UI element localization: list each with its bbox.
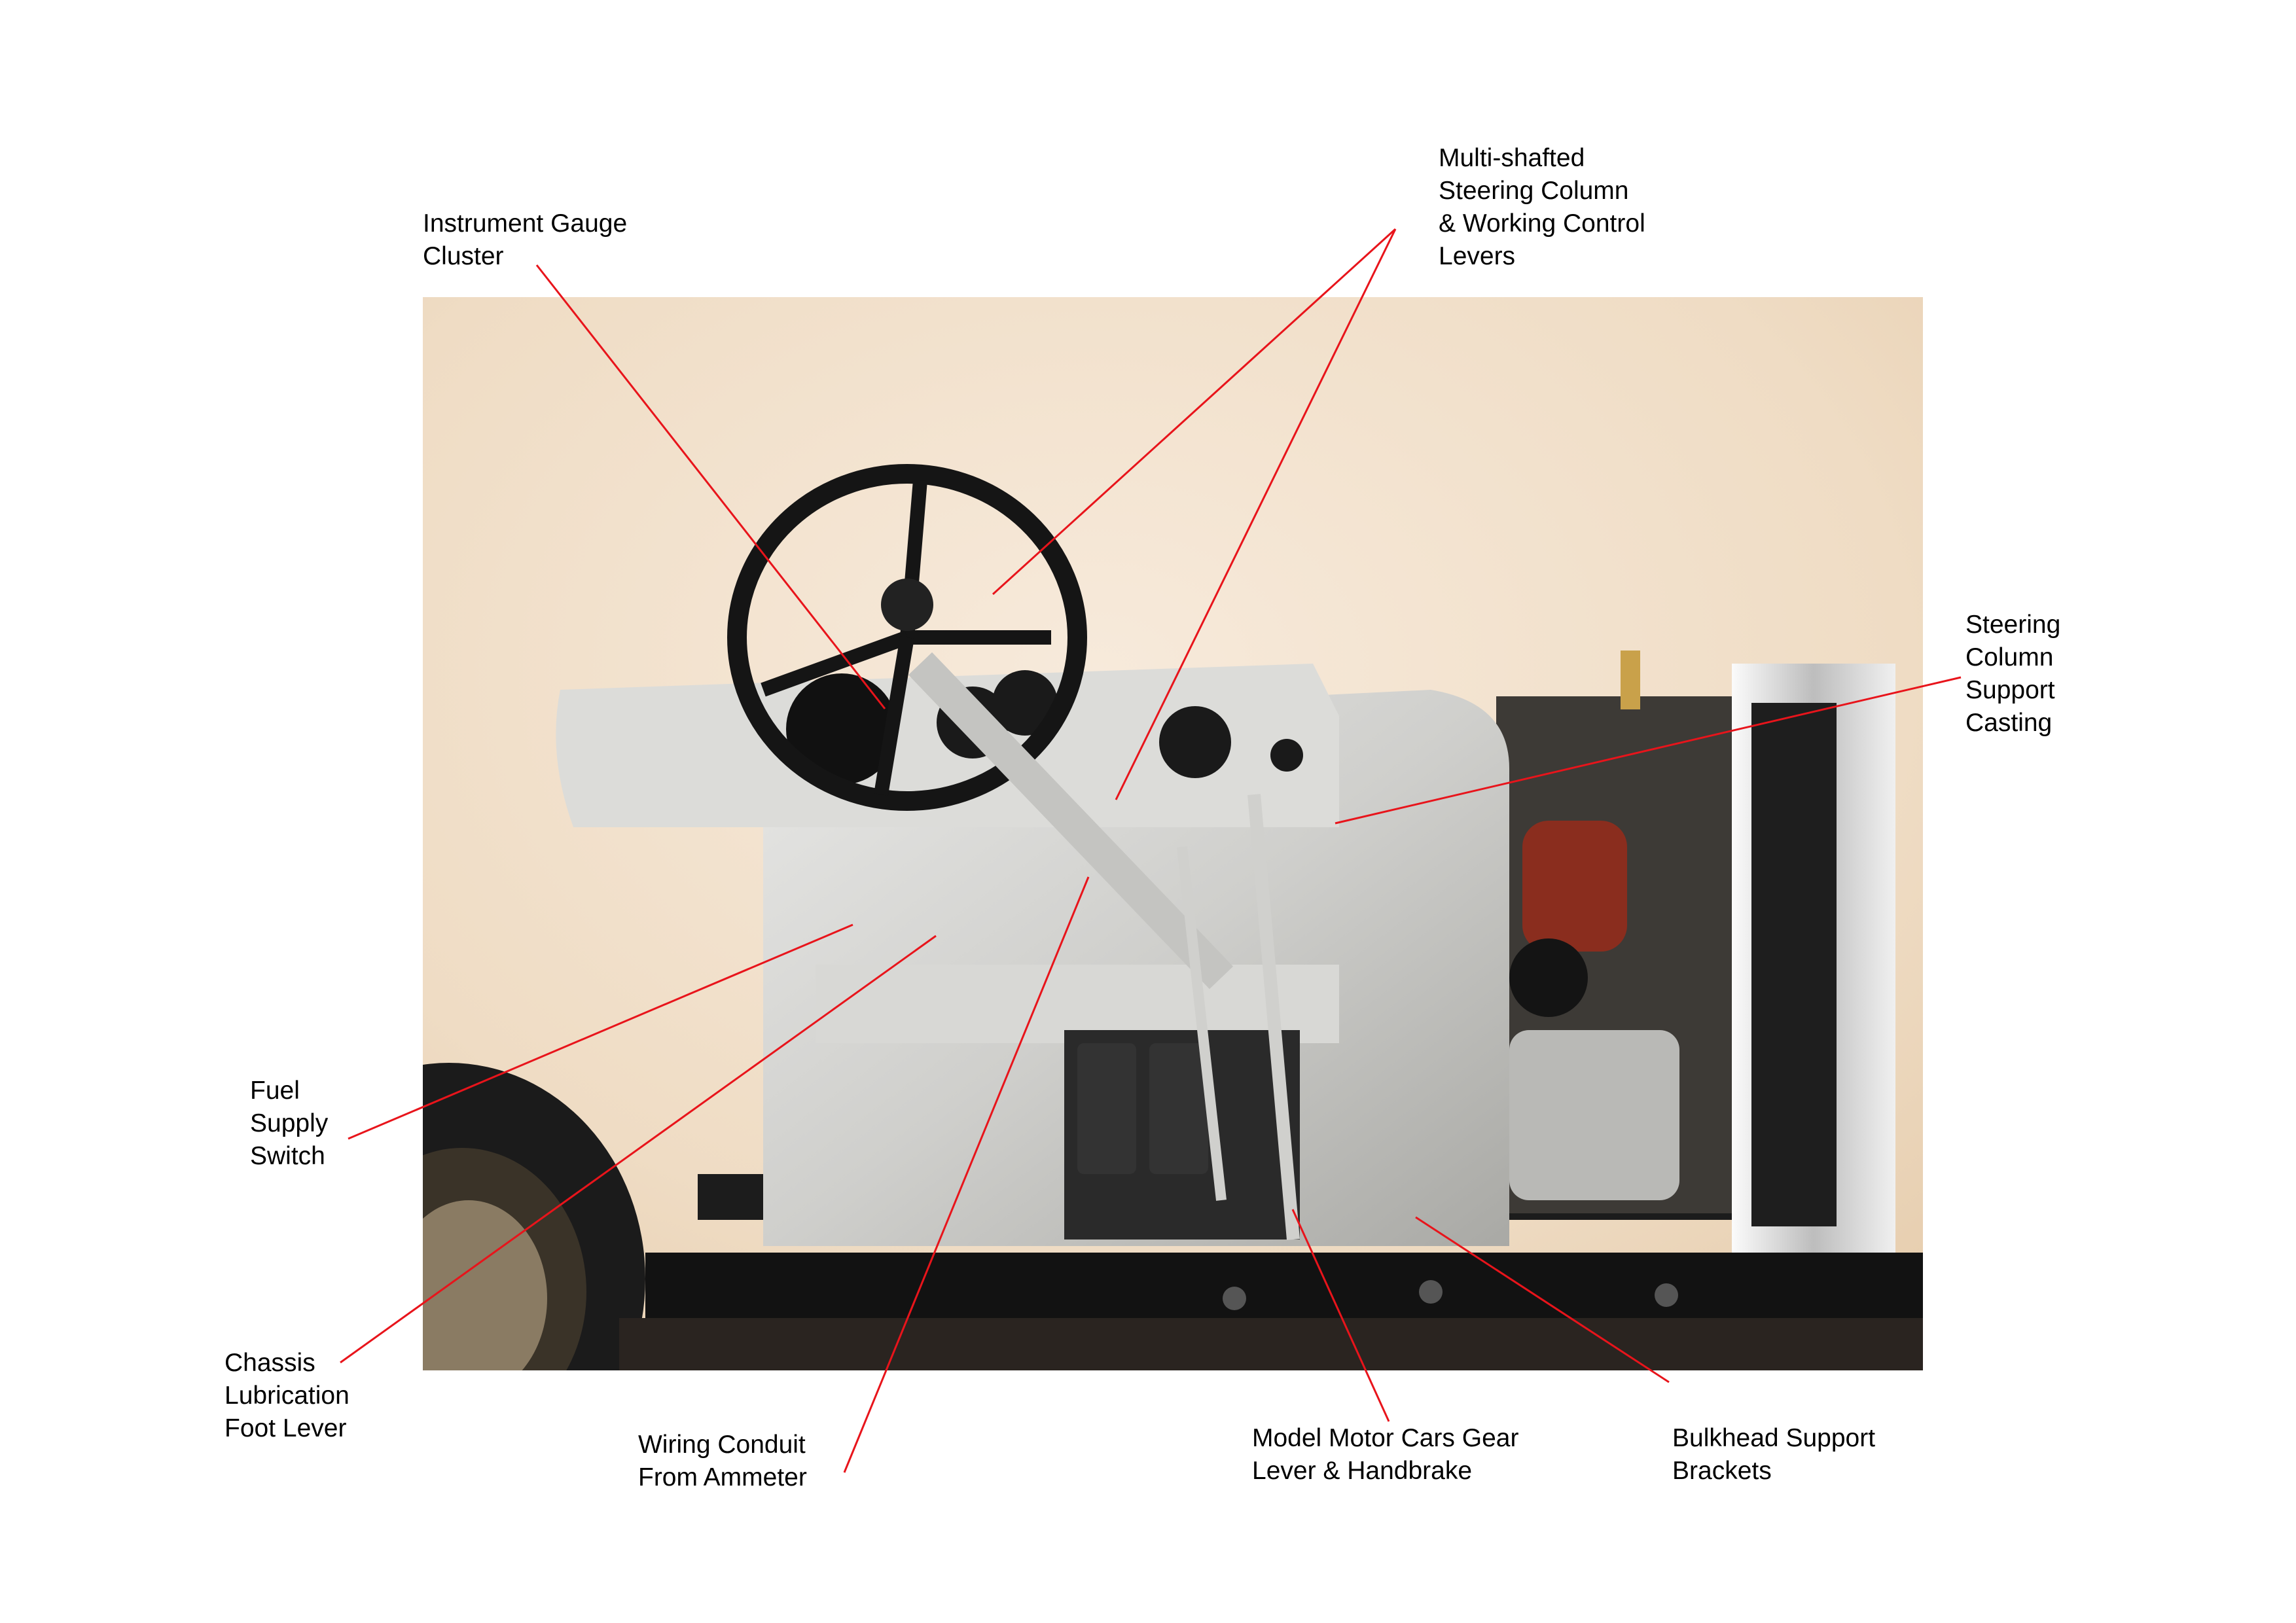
callout-steering-column-support-casting: Steering Column Support Casting — [1965, 611, 2061, 737]
callout-instrument-gauge-cluster: Instrument Gauge Cluster — [423, 209, 628, 270]
callout-wiring-conduit-from-ammeter: Wiring Conduit From Ammeter — [638, 1431, 807, 1491]
callout-gear-lever-handbrake: Model Motor Cars Gear Lever & Handbrake — [1252, 1424, 1519, 1485]
callout-chassis-lubrication-foot-lever: Chassis Lubrication Foot Lever — [224, 1349, 350, 1442]
callout-fuel-supply-switch: Fuel Supply Switch — [250, 1077, 329, 1170]
callout-bulkhead-support-brackets: Bulkhead Support Brackets — [1672, 1424, 1876, 1485]
steering-column — [908, 652, 1300, 1240]
callout-multi-shafted-steering-column: Multi-shafted Steering Column & Working … — [1439, 144, 1645, 270]
chassis-photo — [423, 297, 1923, 1370]
engine — [1496, 696, 1771, 1213]
